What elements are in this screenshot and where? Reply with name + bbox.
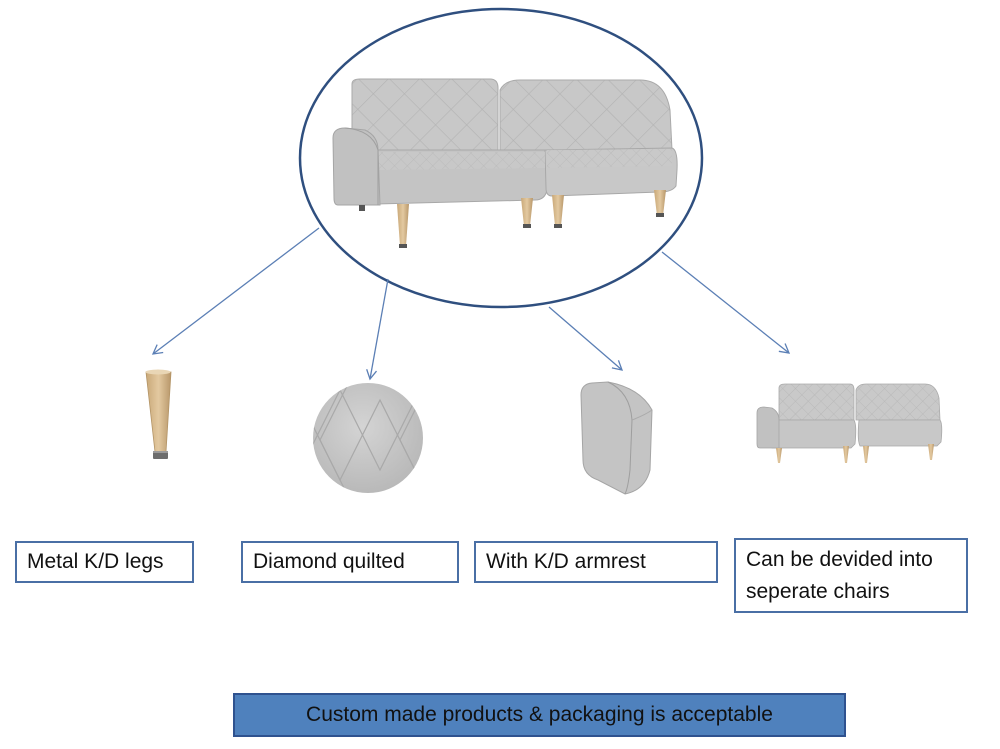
- label-kd-armrest: With K/D armrest: [474, 541, 718, 583]
- label-diamond-quilted-text: Diamond quilted: [253, 550, 405, 573]
- banner-text: Custom made products & packaging is acce…: [306, 703, 773, 726]
- main-sofa-image: [332, 78, 678, 248]
- label-kd-armrest-text: With K/D armrest: [486, 550, 646, 573]
- label-divided-line2: seperate chairs: [746, 579, 890, 603]
- quilted-swatch-image: [313, 383, 423, 493]
- leg-detail-image: [145, 369, 172, 459]
- arrow-to-divided: [661, 251, 791, 354]
- arrow-to-quilted: [366, 278, 389, 381]
- label-diamond-quilted: Diamond quilted: [241, 541, 459, 583]
- label-metal-legs-text: Metal K/D legs: [27, 550, 164, 573]
- arrow-to-armrest: [548, 306, 624, 371]
- armrest-detail-image: [580, 381, 653, 495]
- highlight-ellipse: [298, 7, 704, 309]
- label-divided-line1: Can be devided into: [746, 547, 933, 571]
- arrow-to-legs: [151, 227, 320, 355]
- custom-products-banner: Custom made products & packaging is acce…: [233, 693, 846, 737]
- divided-sofa-image: [756, 383, 943, 463]
- label-metal-legs: Metal K/D legs: [15, 541, 194, 583]
- label-divided-chairs: Can be devided into seperate chairs: [734, 538, 968, 613]
